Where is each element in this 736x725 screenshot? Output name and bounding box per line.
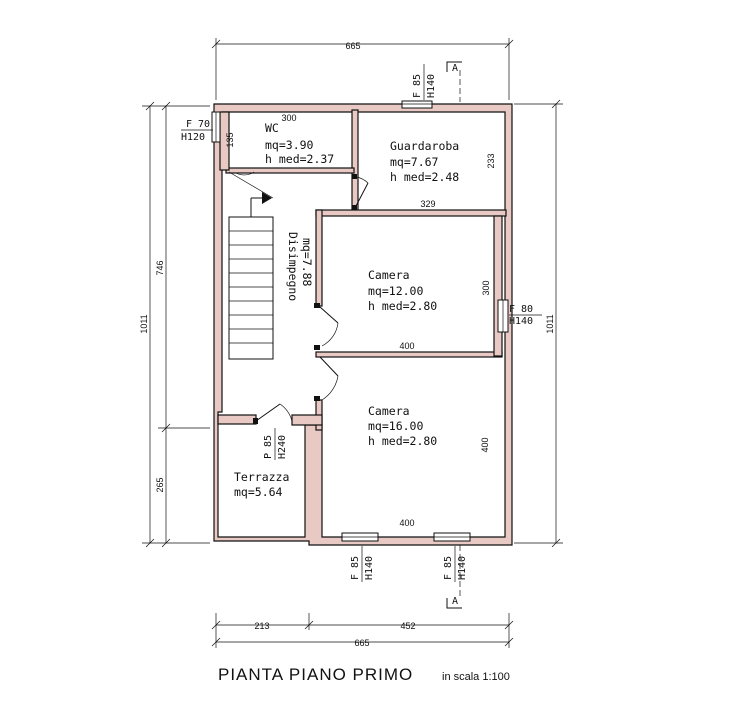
wc-name: WC [265, 121, 279, 135]
camera2-name: Camera [368, 404, 410, 418]
stair-arrow-icon [262, 192, 272, 204]
opening-labels: F 70 H120 F 85 H140 F 80 H140 P 85 H240 … [181, 64, 542, 582]
interior-walls [217, 109, 507, 431]
dimension-texts: 665 213 452 665 1011 746 265 1011 300 13… [139, 41, 555, 648]
right-window-h: H140 [509, 316, 533, 327]
staircase [228, 171, 274, 360]
dim-guardaroba-height: 233 [486, 153, 496, 168]
bottom-window-left-f: F 85 [350, 556, 361, 580]
dimension-lines [142, 38, 563, 648]
wc-area: mq=3.90 [265, 138, 314, 152]
camera1-name: Camera [368, 268, 410, 282]
dim-bottom-total: 665 [354, 638, 369, 648]
guardaroba-area: mq=7.67 [390, 155, 439, 169]
wc-window-h: H120 [181, 132, 205, 143]
camera1-height: h med=2.80 [368, 299, 437, 313]
dim-right-total: 1011 [545, 314, 555, 333]
room-labels: WC mq=3.90 h med=2.37 Guardaroba mq=7.67… [234, 121, 459, 499]
disimpegno-area: mq=7.88 [300, 238, 314, 287]
terrazza-area: mq=5.64 [234, 485, 283, 499]
dim-left-lower: 265 [155, 477, 165, 492]
guardaroba-height: h med=2.48 [390, 170, 459, 184]
top-window-h: H140 [426, 74, 437, 98]
windows [211, 100, 509, 542]
dim-camera2-height: 400 [480, 437, 490, 452]
dim-camera1-height: 300 [481, 280, 491, 295]
section-mark-top: A [452, 63, 458, 74]
dim-wc-height: 135 [225, 132, 235, 147]
dim-guardaroba-width: 329 [420, 199, 435, 209]
bottom-window-right-f: F 85 [443, 556, 454, 580]
top-window-f: F 85 [412, 74, 423, 98]
camera1-area: mq=12.00 [368, 284, 423, 298]
dim-top-total: 665 [345, 41, 360, 51]
terrace-door-p: P 85 [263, 435, 274, 459]
section-line: A A [446, 61, 462, 609]
bottom-window-right-h: H140 [457, 556, 468, 580]
bottom-window-left-h: H140 [364, 556, 375, 580]
doors [226, 171, 369, 424]
dim-bottom-right: 452 [400, 621, 415, 631]
section-mark-bottom: A [452, 596, 458, 607]
dim-camera2-width: 400 [399, 518, 414, 528]
guardaroba-name: Guardaroba [390, 139, 459, 153]
dim-left-total: 1011 [139, 314, 149, 333]
dim-bottom-left: 213 [254, 621, 269, 631]
camera2-height: h med=2.80 [368, 434, 437, 448]
camera2-area: mq=16.00 [368, 419, 423, 433]
right-window-f: F 80 [509, 304, 533, 315]
dim-wc-width: 300 [281, 113, 296, 123]
disimpegno-name: Disimpegno [286, 232, 300, 301]
wc-height: h med=2.37 [265, 152, 334, 166]
wc-window-f: F 70 [186, 119, 210, 130]
dim-camera1-width: 400 [399, 341, 414, 351]
dim-left-upper: 746 [155, 260, 165, 275]
terrazza-name: Terrazza [234, 470, 289, 484]
plan-title: PIANTA PIANO PRIMO [218, 665, 413, 684]
terrace-door-h: H240 [277, 435, 288, 459]
plan-scale: in scala 1:100 [442, 671, 510, 683]
